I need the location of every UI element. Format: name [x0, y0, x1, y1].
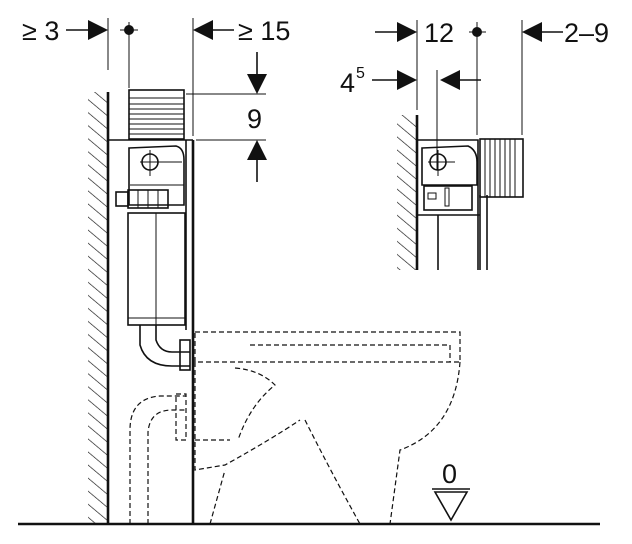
centerline-marker-right	[469, 27, 486, 37]
flush-bend	[139, 325, 191, 371]
floor-level-label: 0	[442, 459, 457, 489]
arrow-front-gap	[193, 20, 234, 40]
dim-front-gap-label: ≥ 15	[238, 16, 290, 46]
actuator-plate-right	[479, 138, 524, 198]
dim-wall-gap-label: ≥ 3	[22, 16, 59, 46]
arrow-wall-gap	[66, 20, 108, 40]
toilet-bowl-dashed	[194, 331, 461, 525]
cistern-head	[115, 145, 185, 209]
arrow-range	[522, 22, 563, 42]
wall-hatching-right	[397, 115, 417, 270]
cistern-head-right	[417, 139, 488, 270]
cistern-tank	[127, 212, 186, 326]
centerline-marker	[120, 25, 138, 35]
arrow-height-top	[247, 52, 267, 94]
dim-offset-superscript: 5	[356, 65, 365, 82]
wall-hatching	[88, 92, 108, 524]
drain-pipe-dashed	[129, 393, 187, 524]
dim-offset-label: 4	[340, 68, 355, 98]
dim-depth-label: 12	[424, 18, 454, 48]
arrow-offset-right	[440, 70, 481, 90]
dim-range-label: 2–9	[564, 18, 609, 48]
arrow-depth	[375, 22, 417, 42]
left-view: ≥ 3 ≥ 15 9	[18, 16, 600, 526]
right-view: 12 2–9 4 5	[340, 18, 609, 270]
dim-height-label: 9	[247, 104, 262, 134]
arrow-height-bottom	[247, 140, 267, 182]
arrow-offset-left	[372, 70, 417, 90]
actuator-plate	[128, 89, 185, 140]
floor-level-marker	[432, 488, 470, 522]
